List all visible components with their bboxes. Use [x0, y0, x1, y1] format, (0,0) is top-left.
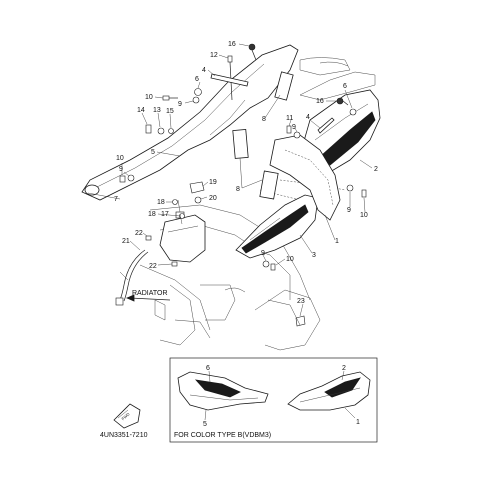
radiator-arrow-icon — [125, 294, 171, 302]
part-number: 2 — [374, 166, 378, 173]
hardware — [119, 43, 367, 327]
radiator-label: RADIATOR — [132, 290, 168, 297]
part-number: 19 — [209, 179, 217, 186]
part-number: 9 — [347, 207, 351, 214]
part-number: 21 — [122, 238, 130, 245]
part-number: 6 — [206, 365, 210, 372]
part-number: 7 — [114, 196, 118, 203]
part-number: 5 — [151, 149, 155, 156]
inset-color-type-b — [169, 357, 378, 443]
part-number: 20 — [209, 195, 217, 202]
part-number: 1 — [356, 419, 360, 426]
part-number: 22 — [135, 230, 143, 237]
part-number: 4 — [306, 114, 310, 121]
part-number: 5 — [203, 421, 207, 428]
part-number: 11 — [286, 115, 293, 122]
damper-8-low — [259, 170, 279, 200]
reservoir-tank-17 — [159, 199, 206, 263]
part-number: 9 — [119, 166, 123, 173]
catalog-code: 4UN3351-7210 — [100, 432, 148, 439]
part-number: 23 — [297, 298, 305, 305]
part-number: 3 — [312, 252, 316, 259]
part-number: 15 — [166, 108, 174, 115]
part-number: 10 — [286, 256, 294, 263]
part-number: 14 — [137, 107, 145, 114]
part-number: 6 — [343, 83, 347, 90]
fwd-arrow-icon — [113, 403, 141, 429]
part-number: 10 — [360, 212, 368, 219]
part-number: 18 — [157, 199, 165, 206]
part-number: 9 — [261, 250, 265, 257]
part-number: 9 — [178, 101, 182, 108]
cover-center-1 — [269, 134, 341, 221]
part-number: 6 — [195, 76, 199, 83]
damper-8-top — [274, 71, 294, 101]
part-number: 4 — [202, 67, 206, 74]
part-number: 12 — [210, 52, 218, 59]
part-number: 8 — [262, 116, 266, 123]
part-number: 22 — [149, 263, 157, 270]
radiator-hose-21 — [115, 249, 149, 306]
part-number: 9 — [292, 124, 296, 131]
damper-8-mid — [232, 129, 249, 159]
part-number: 8 — [236, 186, 240, 193]
part-number: 18 — [148, 211, 156, 218]
fwd-label: FWD — [120, 411, 130, 421]
leader-lines — [87, 43, 373, 317]
frame-detail-lower-right — [254, 289, 321, 351]
part-number: 16 — [316, 98, 324, 105]
part-number: 2 — [342, 365, 346, 372]
part-number: 13 — [153, 107, 161, 114]
part-number-labels: 16 12 4 6 10 9 14 13 15 8 5 10 9 7 16 6 … — [114, 41, 378, 428]
part-number: 10 — [116, 155, 124, 162]
part-number: 1 — [335, 238, 339, 245]
part-number: 16 — [228, 41, 236, 48]
part-number: 10 — [145, 94, 153, 101]
side-cover-lower-3 — [235, 194, 319, 259]
part-number: 17 — [161, 211, 169, 218]
color-type-note: FOR COLOR TYPE B(VDBM3) — [174, 432, 271, 439]
